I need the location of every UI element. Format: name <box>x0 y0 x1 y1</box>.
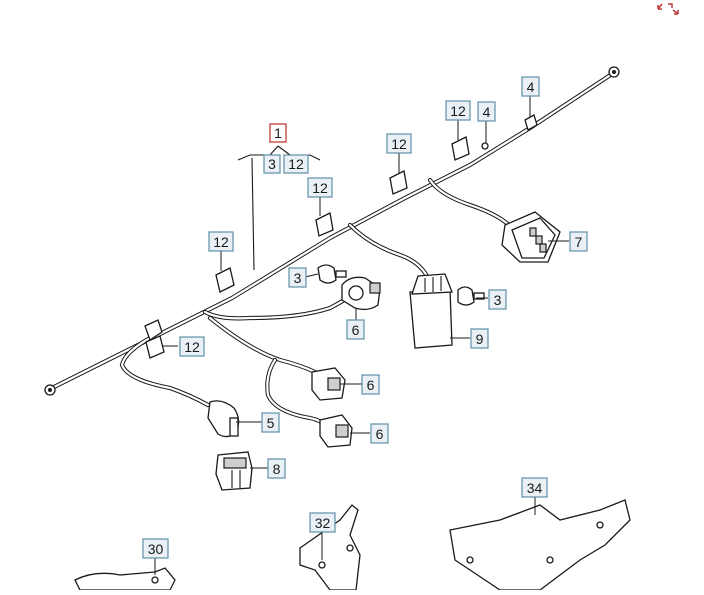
clip-12c <box>315 212 334 237</box>
sensor-3-right <box>457 286 485 306</box>
callout-7-number: 7 <box>575 234 583 250</box>
clip-4b <box>481 142 489 150</box>
callout-1-sub-3[interactable]: 3 <box>263 154 281 174</box>
callout-1-sub-3-number: 3 <box>268 156 276 172</box>
callout-6-lower-number: 6 <box>376 426 384 442</box>
callout-12-third-number: 12 <box>312 180 328 196</box>
callout-6-lower[interactable]: 6 <box>370 423 389 444</box>
callout-32[interactable]: 32 <box>309 512 336 533</box>
callout-30[interactable]: 30 <box>142 538 169 559</box>
callout-1[interactable]: 1 <box>269 123 287 143</box>
callout-34-number: 34 <box>527 480 543 496</box>
callout-1-sub-12-number: 12 <box>288 156 304 172</box>
branch-connector-6-top <box>202 276 381 321</box>
callout-12-second-number: 12 <box>391 136 407 152</box>
branch-connector-7 <box>427 177 561 263</box>
callout-12-left-number: 12 <box>184 339 200 355</box>
connector-6-top <box>341 276 381 311</box>
sensor-3-left <box>317 264 347 284</box>
branch-connectors-6 <box>207 315 353 448</box>
callout-1-number: 1 <box>274 125 282 141</box>
callout-12-fourth[interactable]: 12 <box>208 231 234 252</box>
callout-12-top-number: 12 <box>450 103 466 119</box>
callout-12-left[interactable]: 12 <box>179 336 205 357</box>
clip-12a <box>144 319 163 342</box>
callout-12-second[interactable]: 12 <box>386 133 412 154</box>
clip-12d <box>389 170 408 195</box>
clip-12e <box>451 136 470 161</box>
callout-9[interactable]: 9 <box>470 328 489 349</box>
connector-7 <box>501 211 561 263</box>
callout-5-number: 5 <box>267 415 275 431</box>
callout-4-mid-number: 4 <box>483 104 491 120</box>
callout-4-right-number: 4 <box>527 79 535 95</box>
connector-8 <box>215 451 253 491</box>
callout-3-left[interactable]: 3 <box>288 267 307 288</box>
clip-12b <box>215 267 235 293</box>
callout-6-middle-number: 6 <box>367 377 375 393</box>
callout-4-right[interactable]: 4 <box>521 76 540 97</box>
callout-3-right[interactable]: 3 <box>488 289 507 310</box>
callout-8-number: 8 <box>273 461 281 477</box>
clip-4a <box>524 114 538 131</box>
callout-32-number: 32 <box>315 515 331 531</box>
callout-12-fourth-number: 12 <box>213 234 229 250</box>
callout-1-sub-12[interactable]: 12 <box>283 154 309 174</box>
connector-6-lower <box>319 414 353 448</box>
bracket-32 <box>299 504 361 591</box>
callout-3-right-number: 3 <box>494 292 502 308</box>
callout-34[interactable]: 34 <box>521 477 548 498</box>
harness-clips <box>144 114 538 359</box>
callout-12-third[interactable]: 12 <box>307 177 333 198</box>
callout-5[interactable]: 5 <box>261 412 280 433</box>
leader-lines <box>154 95 569 575</box>
callout-30-number: 30 <box>148 541 164 557</box>
expand-arrows-icon[interactable] <box>657 3 679 15</box>
sensor-5 <box>207 400 240 438</box>
connector-6-middle <box>311 367 346 401</box>
connector-9 <box>409 273 453 349</box>
callout-4-mid[interactable]: 4 <box>477 101 496 122</box>
bracket-30 <box>74 567 176 591</box>
branch-sensor-5 <box>119 335 253 491</box>
callout-8[interactable]: 8 <box>267 458 286 479</box>
callout-6-top-number: 6 <box>352 322 360 338</box>
callout-6-top[interactable]: 6 <box>346 319 365 340</box>
callout-12-top[interactable]: 12 <box>445 100 471 121</box>
callout-7[interactable]: 7 <box>569 231 588 252</box>
callout-3-left-number: 3 <box>294 270 302 286</box>
bracket-34 <box>449 499 631 591</box>
callout-9-number: 9 <box>476 331 484 347</box>
branch-connector-9 <box>347 222 453 349</box>
callout-6-middle[interactable]: 6 <box>361 374 380 395</box>
